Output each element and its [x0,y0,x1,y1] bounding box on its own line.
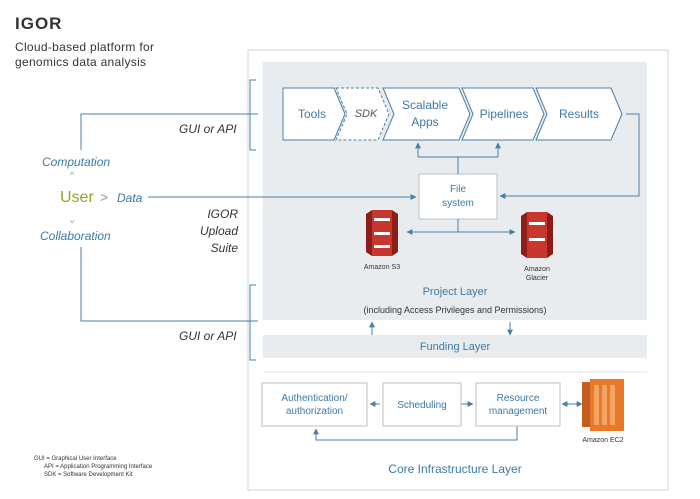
gui-api-top-label: GUI or API [179,122,237,136]
resource-label: Resource management [476,385,560,425]
glossary-api: API = Application Programming Interface [44,464,153,470]
scheduling-label: Scheduling [397,399,447,411]
gui-api-bottom-label: GUI or API [179,329,237,343]
results-chevron[interactable] [535,87,623,141]
results-label: Results [558,107,599,121]
auth-label: Authentication/ authorization [262,385,367,425]
glossary-gui: GUI = Graphical User Interface [34,456,117,462]
amazon-glacier-label: Amazon Glacier [507,265,567,283]
tools-label: Tools [297,107,326,121]
pipelines-label: Pipelines [479,107,529,121]
sdk-label: SDK [354,108,378,120]
amazon-s3-icon [366,210,398,256]
file-system-line-2: system [442,198,474,209]
funding-layer-label: Funding Layer [419,341,491,353]
upload-suite-line-2: Upload [199,224,238,238]
amazon-s3-label: Amazon S3 [363,264,401,271]
resource-line-1: Resource [496,393,540,404]
project-layer-subtitle: (including Access Privileges and Permiss… [363,305,547,315]
auth-line-1: Authentication/ [281,393,348,404]
up-chevron-icon: ^ [70,170,75,180]
amazon-ec2-icon [582,379,624,431]
auth-line-2: authorization [285,406,344,417]
down-chevron-icon: ^ [70,215,75,225]
amazon-glacier-line-2: Glacier [525,275,549,282]
glossary-sdk: SDK = Software Development Kit [44,472,133,478]
upload-suite-line-3: Suite [210,241,238,255]
subtitle-line-1: Cloud-based platform for [15,40,155,54]
user-label[interactable]: User [60,189,94,206]
scalable-apps-line-2: Apps [411,115,439,129]
page-subtitle: Cloud-based platform for genomics data a… [15,40,154,70]
computation-label: Computation [42,155,111,169]
subtitle-line-2: genomics data analysis [15,55,147,69]
upload-suite-line-1: IGOR [207,207,238,221]
amazon-glacier-line-1: Amazon [524,266,550,273]
funding-panel [263,335,647,358]
file-system-label: File system [419,177,497,217]
sdk-chevron[interactable] [335,87,390,141]
amazon-glacier-icon [521,212,553,258]
resource-line-2: management [488,406,548,417]
scalable-apps-label: Scalable Apps [393,96,457,132]
page-title: IGOR [15,14,63,33]
scheduling-box[interactable] [382,382,462,427]
file-system-line-1: File [449,184,467,195]
core-layer-label: Core Infrastructure Layer [388,462,522,476]
scalable-apps-line-1: Scalable [401,98,449,112]
gui-api-bottom-bracket [249,284,256,361]
auth-box[interactable] [261,382,368,427]
project-layer-label: Project Layer [422,286,488,298]
workflow-chevrons [282,87,623,141]
connector-lines [80,113,640,441]
right-chevron-icon: > [100,189,109,205]
tools-chevron[interactable] [282,87,346,141]
resource-box[interactable] [475,382,561,427]
collaboration-label: Collaboration [40,229,111,243]
glossary: GUI = Graphical User Interface API = App… [34,455,152,479]
scalable-apps-chevron[interactable] [382,87,471,141]
amazon-ec2-label: Amazon EC2 [582,437,624,444]
upload-suite-label: IGOR Upload Suite [184,206,238,257]
gui-api-top-bracket [249,79,256,151]
data-label: Data [117,191,143,205]
pipelines-chevron[interactable] [461,87,545,141]
